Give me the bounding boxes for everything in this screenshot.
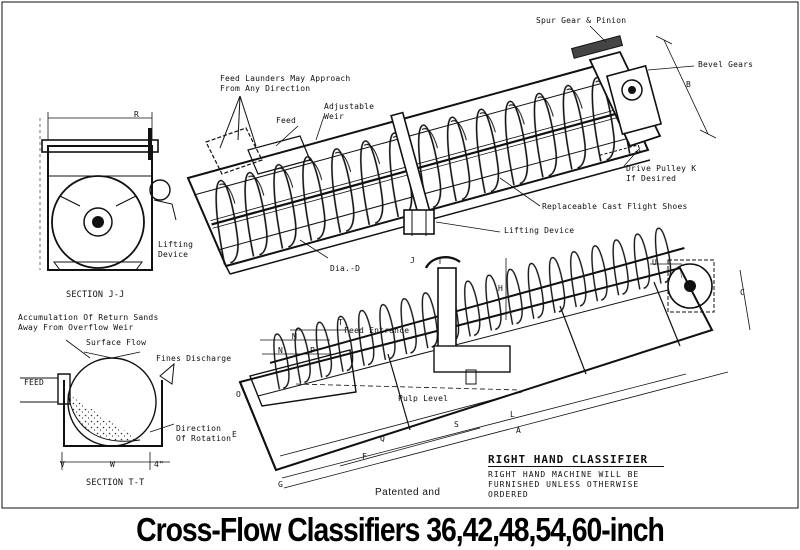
label-lifting-1: Lifting	[158, 240, 194, 249]
right-hand-note-2: FURNISHED UNLESS OTHERWISE	[488, 480, 640, 489]
label-pulp-level: Pulp Level	[398, 394, 449, 403]
right-hand-note-3: ORDERED	[488, 490, 529, 499]
dim-q: Q	[380, 434, 386, 443]
label-lifting-device: Lifting Device	[504, 226, 575, 235]
label-section-tt: SECTION T-T	[86, 478, 145, 488]
side-elevation-view	[238, 221, 751, 489]
dim-l: L	[510, 410, 516, 419]
dim-j: J	[410, 256, 416, 265]
label-lifting-2: Device	[158, 250, 189, 259]
drive-head	[570, 35, 663, 164]
dim-o: O	[236, 390, 242, 399]
top-view	[186, 25, 717, 275]
dim-p: P	[310, 346, 316, 355]
label-direction-1: Direction	[176, 424, 222, 433]
label-adjustable-2: Weir	[324, 112, 345, 121]
label-spur-gear: Spur Gear & Pinion	[536, 16, 627, 25]
dim-u: U	[652, 258, 658, 267]
label-section-jj: SECTION J-J	[66, 290, 125, 300]
label-feed-launders-2: From Any Direction	[220, 84, 311, 93]
feed-launders	[205, 95, 311, 175]
dim-4-inch: 4"	[154, 460, 165, 469]
classifier-drawing	[1, 1, 799, 509]
dim-v: V	[60, 460, 66, 469]
label-surface-flow: Surface Flow	[86, 338, 147, 347]
dim-h: H	[498, 284, 504, 293]
dim-f: F	[362, 452, 368, 461]
dim-n: N	[278, 346, 284, 355]
dim-c: C	[740, 288, 746, 297]
label-fines-discharge: Fines Discharge	[156, 354, 232, 363]
label-drive-pulley-2: If Desired	[626, 174, 677, 183]
label-adjustable-1: Adjustable	[324, 102, 375, 111]
label-dia-d: Dia.-D	[330, 264, 361, 273]
label-feed-caps: FEED	[24, 378, 45, 387]
patented-text: Patented and	[375, 487, 441, 498]
dim-t: T	[338, 318, 344, 327]
top-tank-outline	[186, 60, 650, 268]
dim-s: S	[454, 420, 460, 429]
label-feed-entrance: Feed Entrance	[344, 326, 410, 335]
dim-b: B	[686, 80, 692, 89]
label-direction-2: Of Rotation	[176, 434, 232, 443]
label-drive-pulley-1: Drive Pulley K	[626, 164, 697, 173]
dim-r: R	[134, 110, 140, 119]
label-bevel-gears: Bevel Gears	[698, 60, 754, 69]
section-jj-view	[39, 112, 177, 271]
label-flight-shoes: Replaceable Cast Flight Shoes	[542, 202, 688, 211]
label-accum-2: Away From Overflow Weir	[18, 323, 134, 332]
caption-title: Cross-Flow Classifiers 36,42,48,54,60-in…	[136, 511, 665, 548]
label-feed-launders-1: Feed Launders May Approach	[220, 74, 351, 83]
section-tt-view	[20, 339, 175, 470]
label-feed: Feed	[276, 116, 297, 125]
right-hand-note-1: RIGHT HAND MACHINE WILL BE	[488, 470, 640, 479]
dim-g: G	[278, 480, 284, 489]
label-accum-1: Accumulation Of Return Sands	[18, 313, 159, 322]
dim-w: W	[110, 460, 116, 469]
right-hand-title: RIGHT HAND CLASSIFIER	[488, 453, 649, 466]
dim-a: A	[516, 426, 522, 435]
right-hand-underline	[488, 466, 664, 467]
dim-e: E	[232, 430, 238, 439]
dim-m: M	[292, 332, 298, 341]
